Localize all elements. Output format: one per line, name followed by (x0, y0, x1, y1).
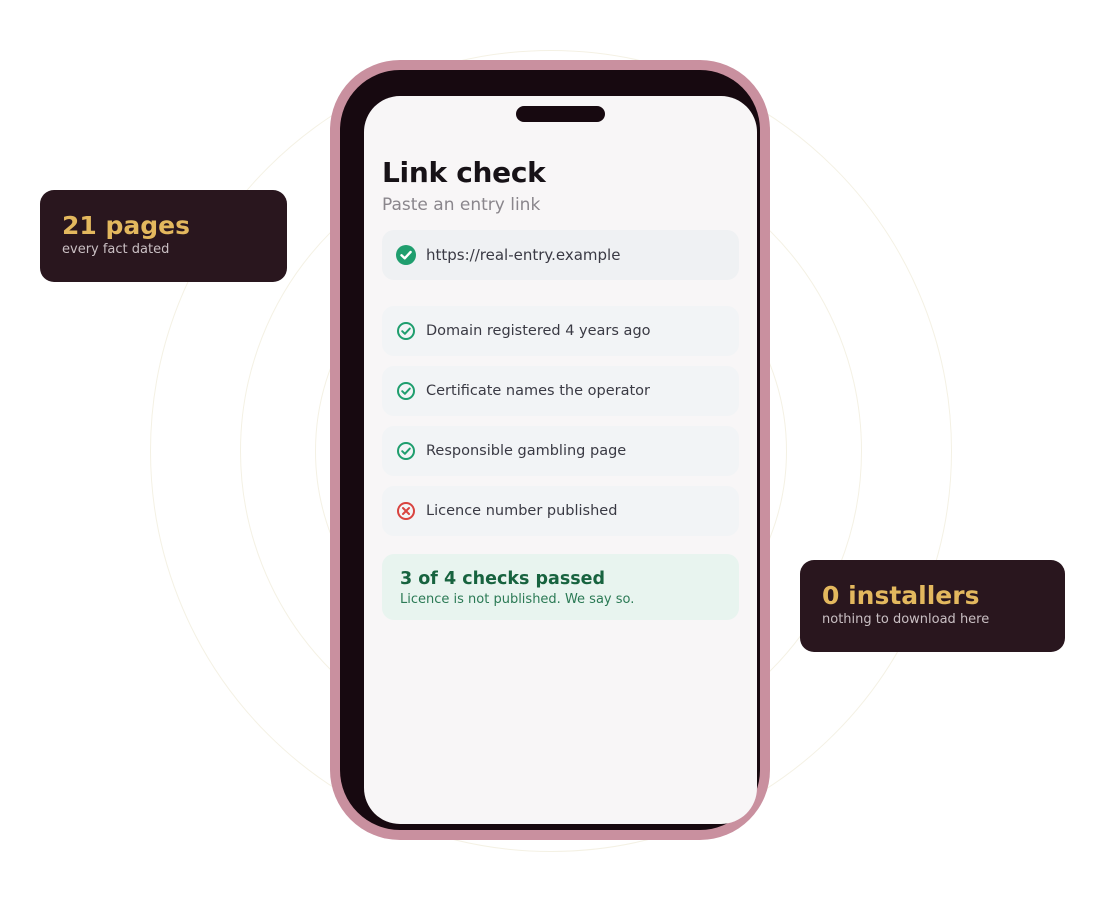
check-label: Domain registered 4 years ago (426, 323, 651, 339)
stat-installers-value: 0 installers (822, 581, 980, 610)
stat-card-installers: 0 installers nothing to download here (800, 560, 1065, 652)
summary-detail: Licence is not published. We say so. (400, 592, 635, 607)
check-circle-icon (397, 442, 415, 460)
check-label: Certificate names the operator (426, 383, 650, 399)
background-ring-outer (150, 50, 952, 852)
phone-bezel: Link check Paste an entry link https://r… (340, 70, 760, 830)
result-summary: 3 of 4 checks passed Licence is not publ… (382, 554, 739, 620)
url-input[interactable]: https://real-entry.example (382, 230, 739, 280)
check-item-certificate: Certificate names the operator (382, 366, 739, 416)
page-title: Link check (382, 156, 546, 189)
check-circle-icon (397, 382, 415, 400)
link-check-panel: Link check Paste an entry link https://r… (382, 154, 739, 620)
stat-pages-value: 21 pages (62, 211, 190, 240)
summary-title: 3 of 4 checks passed (400, 569, 606, 589)
check-list: Domain registered 4 years ago Certificat… (382, 306, 739, 536)
check-circle-icon (396, 245, 416, 265)
phone-screen: Link check Paste an entry link https://r… (364, 96, 757, 824)
check-label: Licence number published (426, 503, 618, 519)
check-circle-icon (397, 322, 415, 340)
check-label: Responsible gambling page (426, 443, 627, 459)
check-item-domain: Domain registered 4 years ago (382, 306, 739, 356)
stat-card-pages: 21 pages every fact dated (40, 190, 287, 282)
x-circle-icon (397, 502, 415, 520)
stat-installers-label: nothing to download here (822, 612, 990, 627)
phone-frame: Link check Paste an entry link https://r… (330, 60, 770, 840)
page-subtitle: Paste an entry link (382, 195, 541, 215)
stat-pages-label: every fact dated (62, 242, 170, 257)
url-value: https://real-entry.example (426, 246, 621, 264)
check-item-licence: Licence number published (382, 486, 739, 536)
check-item-responsible-gambling: Responsible gambling page (382, 426, 739, 476)
phone-notch (516, 106, 605, 122)
